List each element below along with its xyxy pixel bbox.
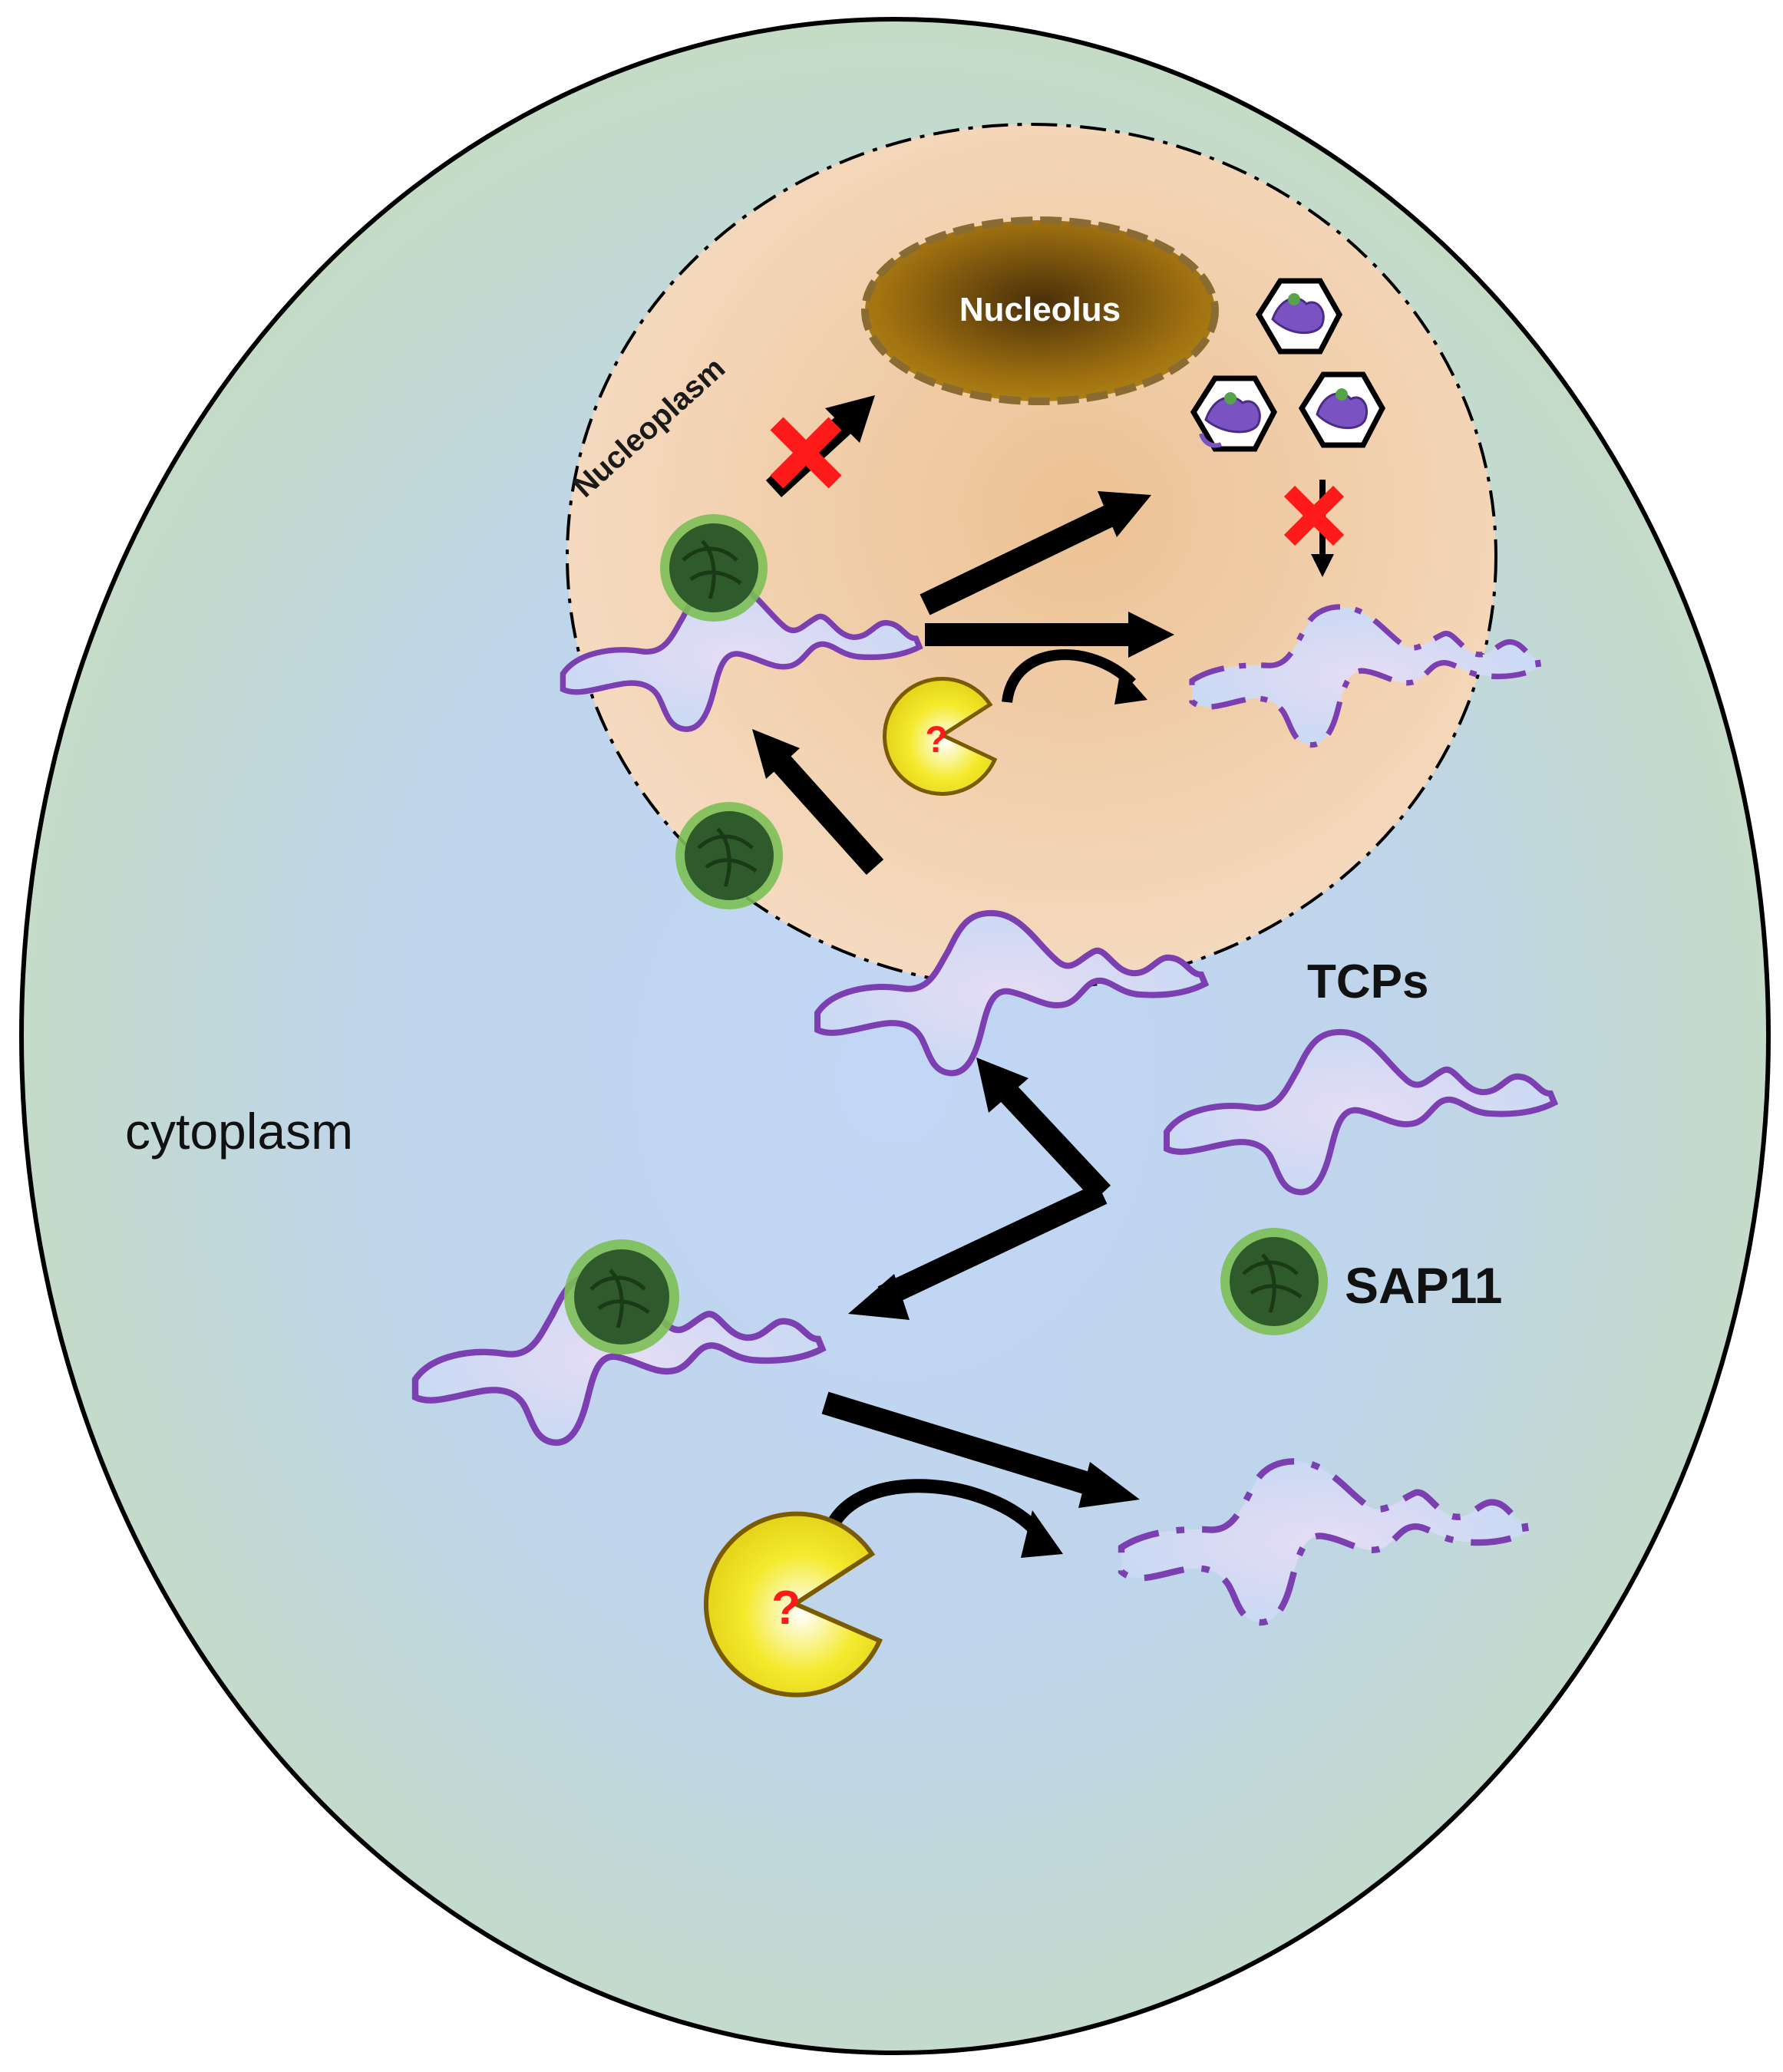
question-mark-label: ? bbox=[771, 1582, 801, 1635]
arrow-to-degradation-nucleus bbox=[925, 612, 1174, 658]
arrow-cytoplasm-to-nucleus bbox=[976, 1057, 1111, 1202]
proteasome-hexagon-icon bbox=[1298, 371, 1385, 448]
proteasome-hexagon-icon bbox=[1255, 278, 1342, 355]
curved-arrow-cytoplasm bbox=[819, 1479, 1063, 1558]
blocked-cross-icon bbox=[770, 417, 842, 489]
arrow-to-degradation-cytoplasm bbox=[821, 1391, 1140, 1508]
cytoplasm-label: cytoplasm bbox=[125, 1103, 353, 1160]
arrow-import-nucleus bbox=[752, 729, 884, 876]
sap11-effector-icon bbox=[675, 802, 783, 909]
blocked-cross-icon bbox=[1283, 485, 1345, 546]
protease-pacman-icon: ? bbox=[883, 676, 998, 796]
sap11-effector-icon bbox=[660, 514, 768, 622]
proteasome-hexagon-icon bbox=[1190, 375, 1277, 452]
arrow-sap11-binding bbox=[848, 1183, 1108, 1320]
question-mark-label: ? bbox=[925, 720, 947, 761]
protease-pacman-icon: ? bbox=[703, 1511, 883, 1698]
sap11-effector-icon bbox=[564, 1239, 679, 1354]
sap11-label: SAP11 bbox=[1345, 1257, 1502, 1314]
curved-arrow-nucleus bbox=[1002, 649, 1147, 704]
sap11-effector-icon bbox=[1220, 1228, 1328, 1335]
tcps-label: TCPs bbox=[1307, 955, 1428, 1008]
arrow-to-proteasome bbox=[920, 491, 1151, 615]
nucleolus bbox=[861, 216, 1219, 405]
nucleolus-label: Nucleolus bbox=[959, 291, 1121, 328]
